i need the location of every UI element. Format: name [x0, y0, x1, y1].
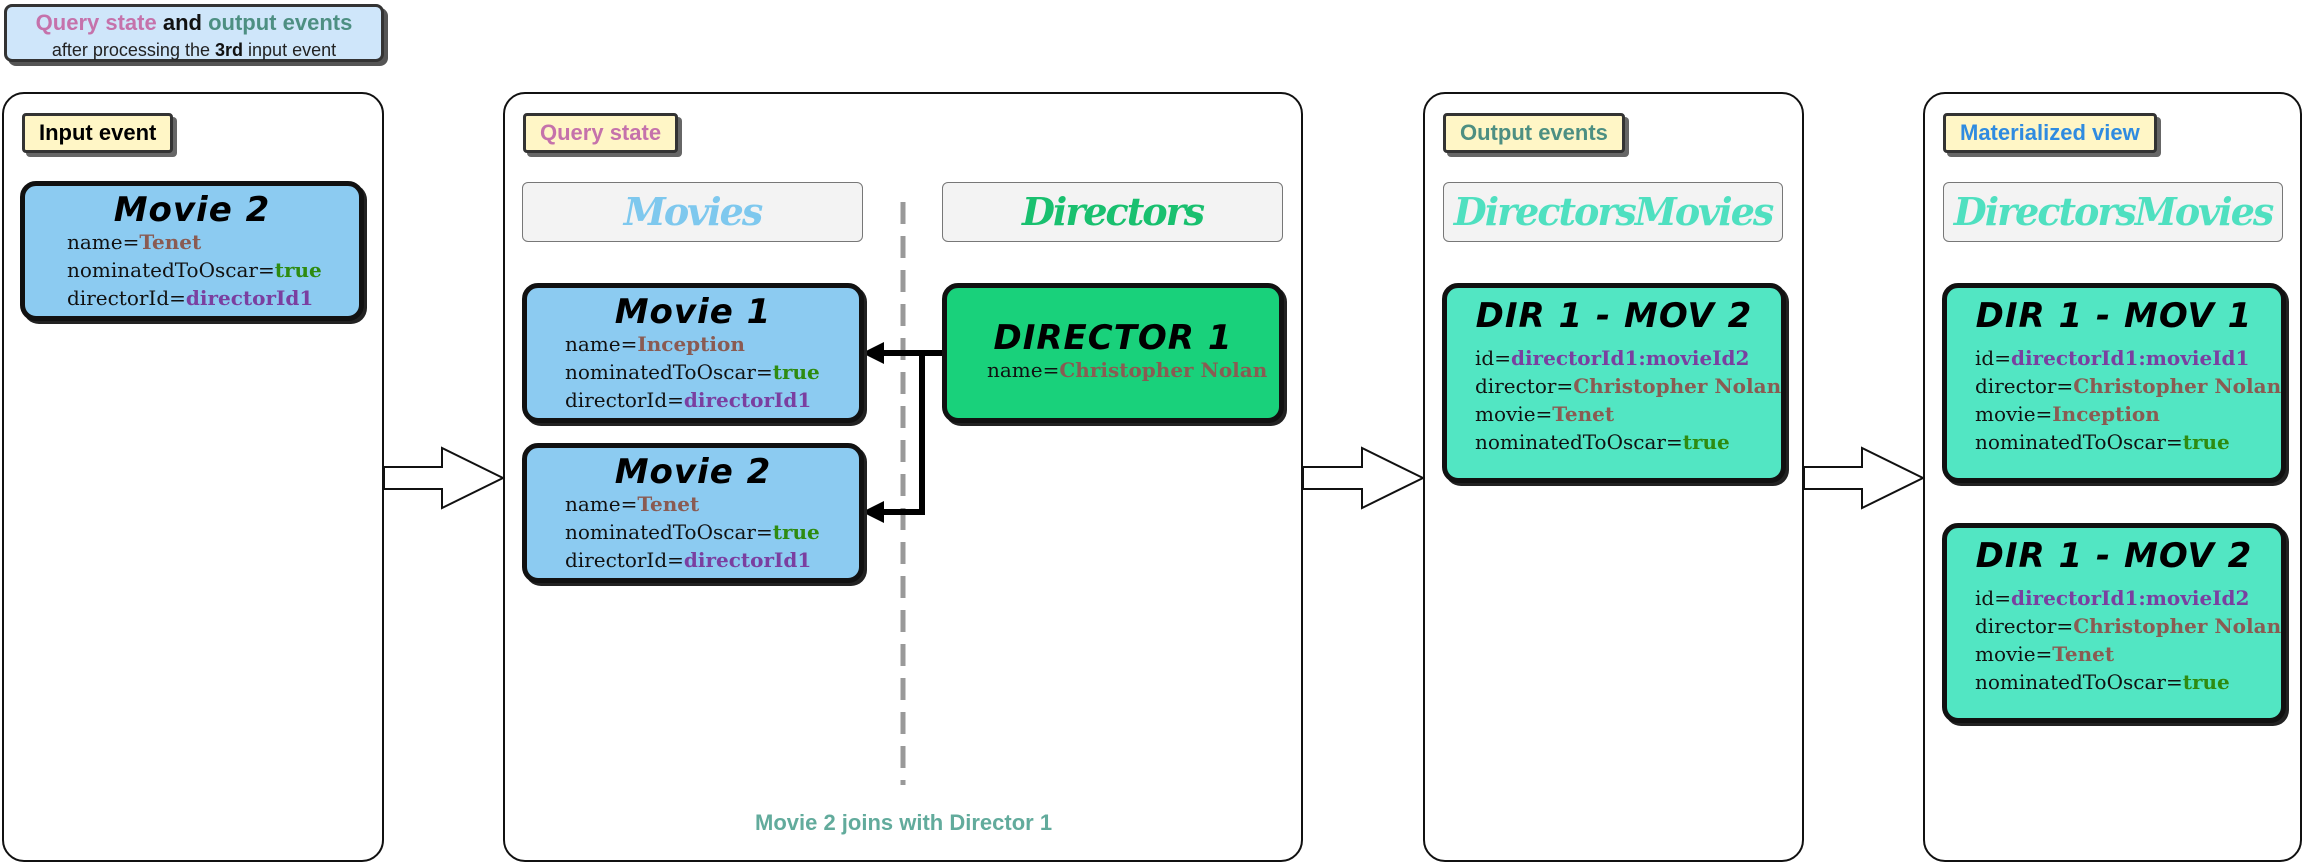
oscar-field: nominatedToOscar=true — [1975, 670, 2230, 694]
legend-output-events: output events — [208, 10, 353, 35]
director-1-card: DIRECTOR 1 name=Christopher Nolan — [942, 283, 1284, 423]
view-dir1-mov2-card: DIR 1 - MOV 2 id=directorId1:movieId2 di… — [1942, 523, 2286, 723]
output-events-tag: Output events — [1443, 113, 1625, 153]
name-field: name=Inception — [565, 332, 745, 356]
name-field: name=Christopher Nolan — [987, 358, 1268, 382]
id-field: id=directorId1:movieId2 — [1975, 586, 2250, 610]
card-title: DIR 1 - MOV 2 — [1975, 536, 2253, 576]
oscar-field: nominatedToOscar=true — [565, 520, 820, 544]
oscar-field: nominatedToOscar=true — [1475, 430, 1730, 454]
movies-table-header: Movies — [522, 182, 863, 242]
director-id-field: directorId=directorId1 — [565, 388, 812, 412]
oscar-field: nominatedToOscar=true — [565, 360, 820, 384]
movie-field: movie=Inception — [1975, 402, 2160, 426]
materialized-view-tag: Materialized view — [1943, 113, 2157, 153]
movie-field: movie=Tenet — [1975, 642, 2115, 666]
arrow-right-icon — [1302, 446, 1426, 510]
output-dir1-mov2-card: DIR 1 - MOV 2 id=directorId1:movieId2 di… — [1442, 283, 1786, 483]
view-dir1-mov1-card: DIR 1 - MOV 1 id=directorId1:movieId1 di… — [1942, 283, 2286, 483]
movie-2-card: Movie 2 name=Tenet nominatedToOscar=true… — [522, 443, 864, 583]
join-connector — [880, 350, 942, 515]
input-movie-2-card: Movie 2 name=Tenet nominatedToOscar=true… — [20, 181, 364, 321]
arrow-left-icon — [862, 342, 884, 364]
legend-title: Query state and output events — [7, 10, 381, 36]
input-event-tag: Input event — [22, 113, 174, 153]
directors-table-header: Directors — [942, 182, 1283, 242]
director-id-field: directorId=directorId1 — [67, 286, 314, 310]
oscar-field: nominatedToOscar=true — [67, 258, 322, 282]
name-field: name=Tenet — [67, 230, 202, 254]
legend-box: Query state and output events after proc… — [4, 4, 384, 62]
legend-sub-a: after processing the — [51, 40, 210, 60]
legend-subtitle: after processing the 3rd input event — [7, 40, 381, 61]
name-field: name=Tenet — [565, 492, 700, 516]
arrow-right-icon — [1803, 446, 1926, 510]
legend-and: and — [162, 10, 202, 35]
id-field: id=directorId1:movieId1 — [1975, 346, 2250, 370]
legend-sub-b: 3rd — [215, 40, 244, 60]
director-field: director=Christopher Nolan — [1975, 614, 2282, 638]
id-field: id=directorId1:movieId2 — [1475, 346, 1750, 370]
join-caption: Movie 2 joins with Director 1 — [755, 810, 1053, 835]
director-field: director=Christopher Nolan — [1475, 374, 1782, 398]
director-field: director=Christopher Nolan — [1975, 374, 2282, 398]
card-title: DIRECTOR 1 — [993, 318, 1233, 358]
directorsmovies-header: DirectorsMovies — [1443, 182, 1783, 242]
card-title: Movie 2 — [113, 190, 271, 230]
card-title: DIR 1 - MOV 1 — [1975, 296, 2253, 336]
arrow-left-icon — [862, 501, 884, 523]
movie-1-card: Movie 1 name=Inception nominatedToOscar=… — [522, 283, 864, 423]
director-id-field: directorId=directorId1 — [565, 548, 812, 572]
card-title: Movie 1 — [614, 292, 772, 332]
legend-query-state: Query state — [35, 10, 157, 35]
legend-sub-c: input event — [248, 40, 337, 60]
arrow-right-icon — [383, 446, 506, 510]
movie-field: movie=Tenet — [1475, 402, 1615, 426]
query-state-tag: Query state — [523, 113, 679, 153]
card-title: DIR 1 - MOV 2 — [1475, 296, 1753, 336]
card-title: Movie 2 — [614, 452, 772, 492]
view-directorsmovies-header: DirectorsMovies — [1943, 182, 2283, 242]
oscar-field: nominatedToOscar=true — [1975, 430, 2230, 454]
